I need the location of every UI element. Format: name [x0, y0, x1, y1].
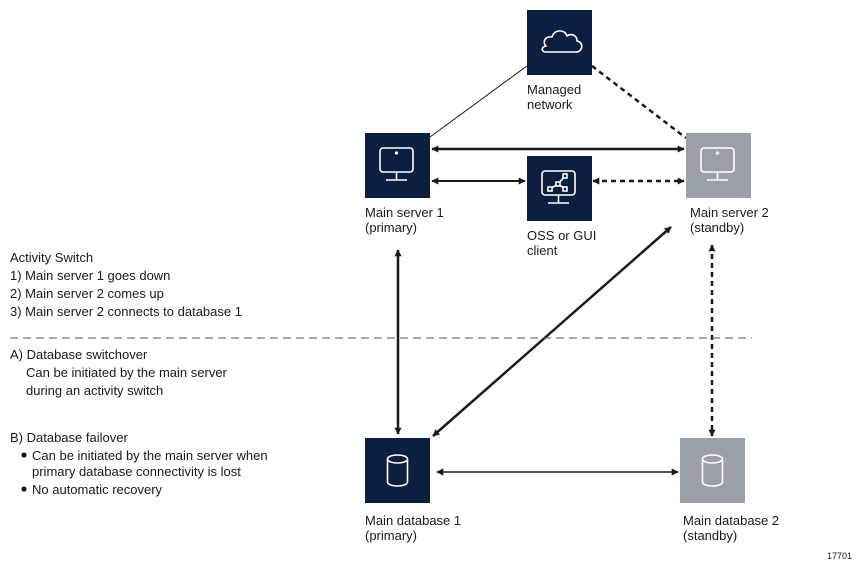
activity-step-1: 1) Main server 1 goes down [10, 268, 170, 283]
database-icon [386, 454, 409, 487]
switchover-line-1: Can be initiated by the main server [26, 365, 228, 380]
monitor-icon [700, 147, 735, 181]
main-server-2-node: Main server 2 (standby) [686, 133, 772, 235]
bullet-icon [21, 486, 27, 492]
figure-id: 17701 [827, 551, 852, 561]
managed-network-label: Managed network [527, 82, 585, 112]
switchover-line-2: during an activity switch [26, 383, 163, 398]
link-server2-db1 [432, 226, 672, 437]
main-server-1-label: Main server 1 (primary) [365, 205, 447, 235]
network-monitor-icon [541, 170, 576, 204]
oss-gui-client-label: OSS or GUI client [527, 228, 600, 258]
oss-gui-client-node: OSS or GUI client [527, 156, 600, 258]
main-database-1-node: Main database 1 (primary) [365, 438, 465, 543]
notes-panel: Activity Switch 1) Main server 1 goes do… [10, 250, 268, 497]
switchover-title: A) Database switchover [10, 347, 148, 362]
main-database-1-label: Main database 1 (primary) [365, 513, 465, 543]
link-server1-network [429, 65, 528, 138]
cloud-icon [541, 30, 583, 53]
database-icon [701, 454, 724, 487]
link-network-server2-dashed [591, 65, 687, 139]
failover-bullet-2: No automatic recovery [32, 482, 163, 497]
activity-step-2: 2) Main server 2 comes up [10, 286, 164, 301]
activity-switch-title: Activity Switch [10, 250, 93, 265]
bullet-icon [21, 452, 27, 458]
failover-bullet-1-line-2: primary database connectivity is lost [32, 464, 241, 479]
managed-network-node: Managed network [527, 10, 592, 112]
main-database-2-node: Main database 2 (standby) [680, 438, 783, 543]
main-server-1-node: Main server 1 (primary) [365, 133, 447, 235]
failover-bullet-1-line-1: Can be initiated by the main server when [32, 448, 268, 463]
activity-step-3: 3) Main server 2 connects to database 1 [10, 304, 242, 319]
monitor-icon [379, 147, 414, 181]
failover-title: B) Database failover [10, 430, 128, 445]
main-server-2-label: Main server 2 (standby) [690, 205, 772, 235]
main-database-2-label: Main database 2 (standby) [683, 513, 783, 543]
